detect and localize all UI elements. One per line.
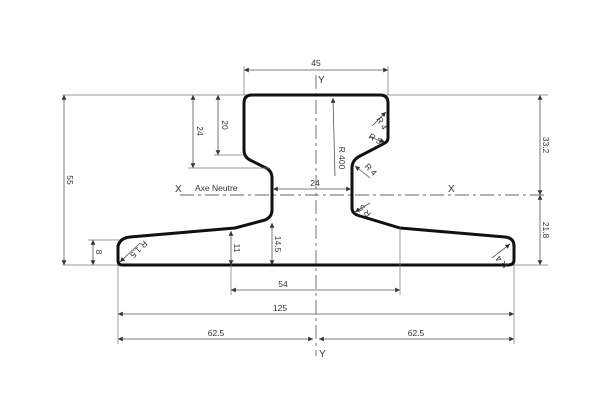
x-axis-label-right: X xyxy=(448,184,455,195)
radius-label-web-top: R 4 xyxy=(363,161,380,178)
neutral-axis-label: Axe Neutre xyxy=(195,183,238,193)
dimension-label-foot-14-5: 14.5 xyxy=(273,236,283,253)
rail-profile-outline xyxy=(116,93,516,267)
dimension-label-base-width: 125 xyxy=(273,303,287,313)
dimension-label-half-left: 62.5 xyxy=(208,328,225,338)
dimension-label-lower-height: 21.8 xyxy=(541,222,551,239)
dimension-label-upper-height: 33.2 xyxy=(541,137,551,154)
radius-label-foot-right: R 4 xyxy=(493,254,510,271)
dimension-label-foot-edge: 8 xyxy=(94,250,104,255)
dimension-label-head-24: 24 xyxy=(195,126,205,136)
radius-label-crown: R 400 xyxy=(337,147,347,170)
crown-radius-leader xyxy=(330,97,336,177)
y-axis-label-top: Y xyxy=(318,75,325,86)
dimension-label-web-width: 24 xyxy=(310,178,320,188)
dimension-label-foot-54: 54 xyxy=(278,279,288,289)
y-axis-label-bottom: Y xyxy=(319,349,326,360)
dimension-label-head-width: 45 xyxy=(311,58,321,68)
dimension-label-foot-11: 11 xyxy=(232,244,242,253)
radius-label-foot-left: R 1.5 xyxy=(128,239,150,261)
x-axis-label-left: X xyxy=(175,184,182,195)
dimension-label-half-right: 62.5 xyxy=(408,328,425,338)
dimension-label-total-height: 55 xyxy=(65,175,75,185)
dimension-label-head-20: 20 xyxy=(220,120,230,130)
